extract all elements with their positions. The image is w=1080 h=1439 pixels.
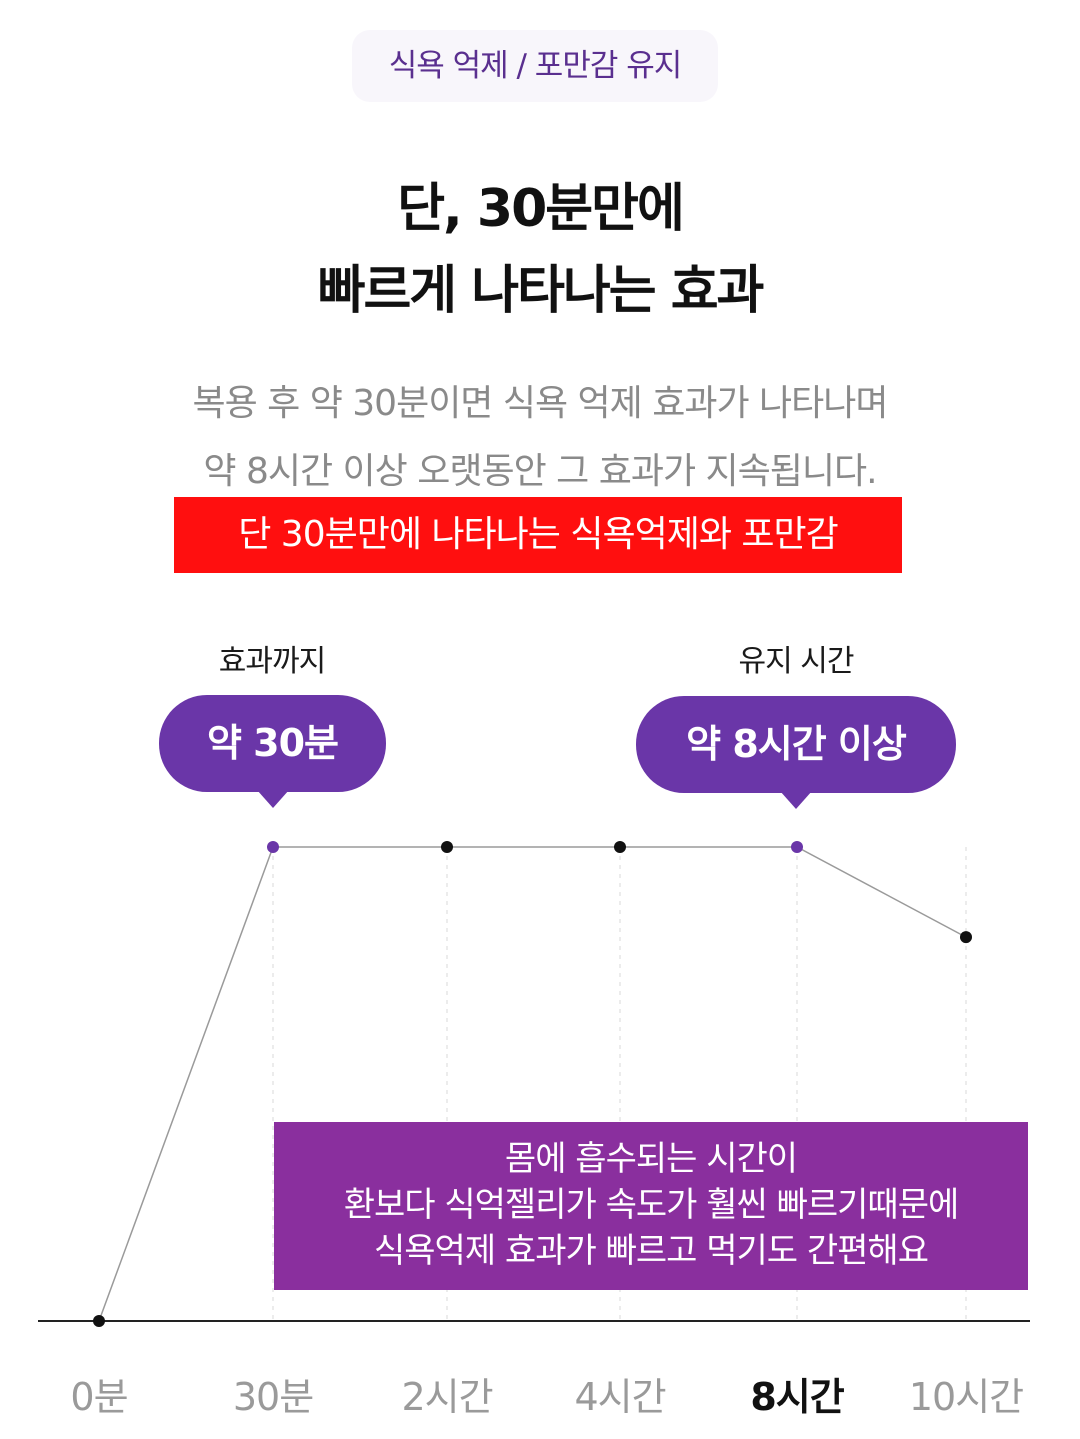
description-line-2: 약 8시간 이상 오랫동안 그 효과가 지속됩니다. [203,451,877,492]
data-point-0 [93,1315,105,1327]
tick-label-1: 30분 [232,1375,314,1419]
series-line [98,846,967,1322]
highlight-banner: 단 30분만에 나타나는 식욕억제와 포만감 [174,497,902,573]
onset-label: 효과까지 [218,644,326,679]
data-point-2 [441,841,453,853]
tick-label-2: 2시간 [401,1375,493,1419]
tick-label-4: 8시간 [750,1375,844,1419]
description-line-1: 복용 후 약 30분이면 식욕 억제 효과가 나타나며 [192,383,888,424]
info-line-2: 환보다 식억젤리가 속도가 훨씬 빠르기때문에 [343,1185,960,1225]
tick-label-0: 0분 [70,1375,128,1419]
data-point-5 [960,931,972,944]
duration-label: 유지 시간 [738,644,855,679]
grid-lines [272,847,967,1321]
info-line-3: 식욕억제 효과가 빠르고 먹기도 간편해요 [374,1231,929,1271]
info-line-1: 몸에 흡수되는 시간이 [504,1139,798,1179]
data-point-4 [791,841,803,853]
headline-line-2: 빠르게 나타나는 효과 [317,261,765,321]
category-tag: 식욕 억제 / 포만감 유지 [352,30,718,102]
tick-label-5: 10시간 [908,1375,1024,1419]
duration-bubble: 약 8시간 이상 [636,696,956,793]
data-points [93,841,972,1327]
tick-label-3: 4시간 [574,1375,666,1419]
onset-bubble: 약 30분 [159,695,386,792]
onset-bubble-tail [257,790,289,808]
data-point-1 [267,841,279,853]
data-point-3 [614,841,626,853]
headline-line-1: 단, 30분만에 [397,179,685,239]
duration-bubble-tail [780,791,812,809]
info-box: 몸에 흡수되는 시간이 환보다 식억젤리가 속도가 훨씬 빠르기때문에 식욕억제… [274,1122,1028,1290]
